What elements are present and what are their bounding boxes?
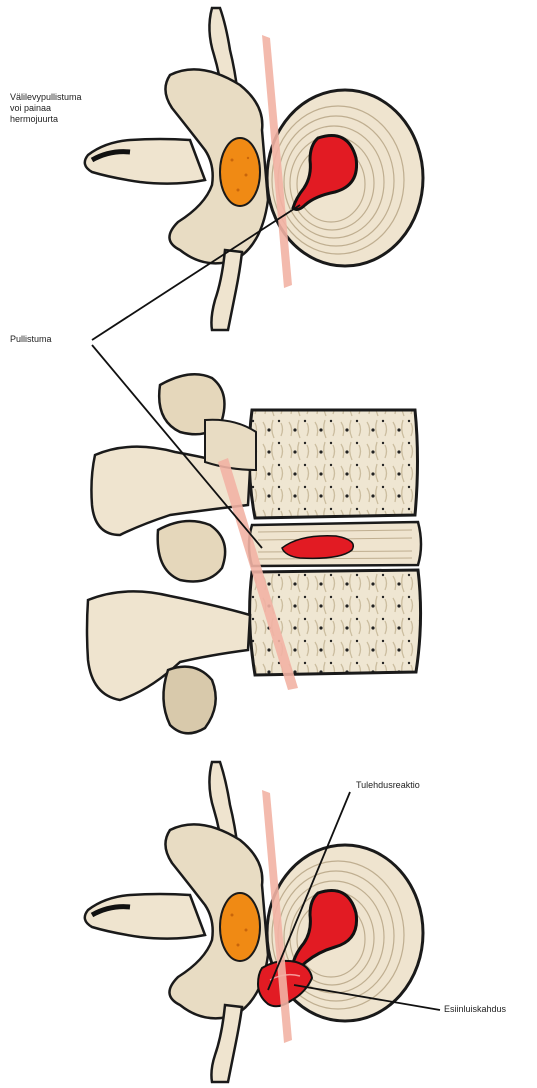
bottom-vertebra-view xyxy=(85,762,440,1082)
mid-upper-body xyxy=(249,410,417,518)
mid-lower-spinous xyxy=(163,667,215,734)
label-bulge-pressure: Välilevypullistuma voi painaa hermojuurt… xyxy=(10,92,82,125)
label-bulge: Pullistuma xyxy=(10,334,52,345)
bottom-transverse-process xyxy=(85,894,205,939)
label-inflammation: Tulehdusreaktio xyxy=(356,780,420,791)
top-spinal-cord xyxy=(220,138,260,206)
middle-lateral-view xyxy=(87,345,421,733)
label-prolapse: Esiinluiskahdus xyxy=(444,1004,506,1015)
bottom-spinal-cord xyxy=(220,893,260,961)
mid-pedicle-upper xyxy=(205,420,256,470)
top-transverse-process xyxy=(85,139,205,184)
top-vertebra-view xyxy=(85,8,423,340)
mid-lower-facet xyxy=(158,521,225,582)
